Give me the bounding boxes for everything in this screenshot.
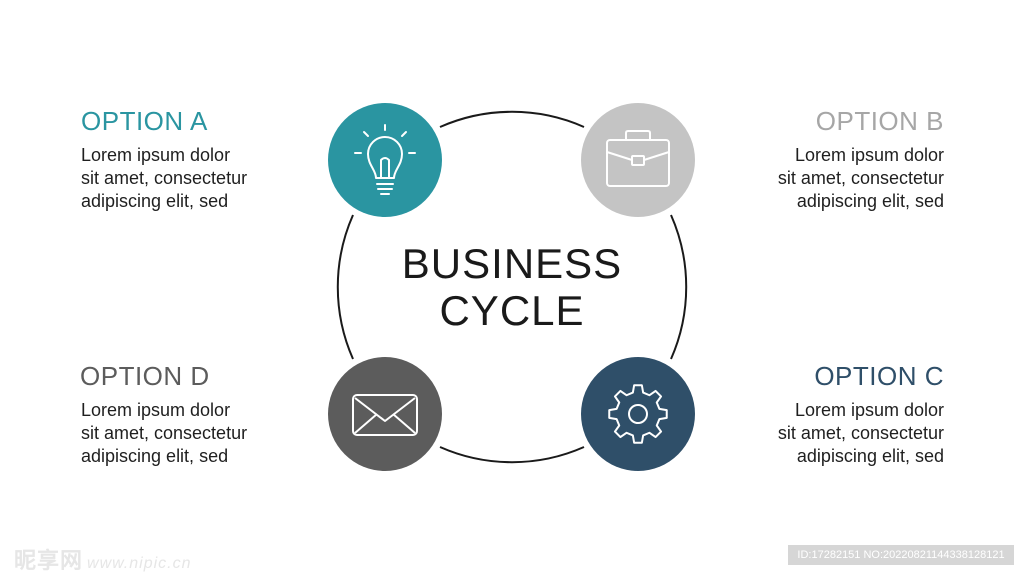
option-d-line: sit amet, consectetur — [81, 423, 248, 443]
watermark-url: www.nipic.cn — [87, 555, 192, 572]
option-b-title: OPTION B — [815, 106, 944, 136]
option-d-line: adipiscing elit, sed — [81, 446, 229, 466]
watermark-id: ID:17282151 NO:20220821144338128121 — [788, 545, 1014, 565]
briefcase-icon — [606, 130, 670, 187]
option-c-line: adipiscing elit, sed — [796, 446, 944, 466]
option-b-line: adipiscing elit, sed — [796, 191, 944, 211]
center-title-line1: BUSINESS — [401, 240, 623, 287]
option-c-line: Lorem ipsum dolor — [794, 400, 944, 420]
option-a-line: sit amet, consectetur — [81, 168, 248, 188]
option-a-title: OPTION A — [81, 106, 208, 136]
cycle-arc-right — [670, 214, 688, 360]
option-b-line: Lorem ipsum dolor — [794, 145, 944, 165]
option-d-title: OPTION D — [80, 361, 210, 391]
gear-icon — [608, 384, 668, 444]
option-b-line: sit amet, consectetur — [777, 168, 944, 188]
option-d-description: Lorem ipsum dolor sit amet, consectetur … — [81, 399, 247, 468]
option-c-line: sit amet, consectetur — [777, 423, 944, 443]
watermark-brand-name: 昵享网 — [14, 548, 84, 573]
cycle-arc-bottom — [439, 446, 585, 464]
option-d-circle — [328, 357, 442, 471]
cycle-arc-left — [336, 214, 354, 360]
center-title-line2: CYCLE — [439, 287, 585, 334]
center-title: BUSINESS CYCLE — [362, 240, 662, 334]
option-a-circle — [328, 103, 442, 217]
option-a-description: Lorem ipsum dolor sit amet, consectetur … — [81, 144, 247, 213]
option-c-circle — [581, 357, 695, 471]
option-d-line: Lorem ipsum dolor — [81, 400, 231, 420]
option-c-description: Lorem ipsum dolor sit amet, consectetur … — [778, 399, 944, 468]
option-b-circle — [581, 103, 695, 217]
lightbulb-icon — [354, 124, 416, 195]
option-b-description: Lorem ipsum dolor sit amet, consectetur … — [778, 144, 944, 213]
option-a-line: adipiscing elit, sed — [81, 191, 229, 211]
cycle-arc-top — [439, 110, 585, 128]
option-a-line: Lorem ipsum dolor — [81, 145, 231, 165]
envelope-icon — [352, 394, 418, 436]
option-c-title: OPTION C — [814, 361, 944, 391]
